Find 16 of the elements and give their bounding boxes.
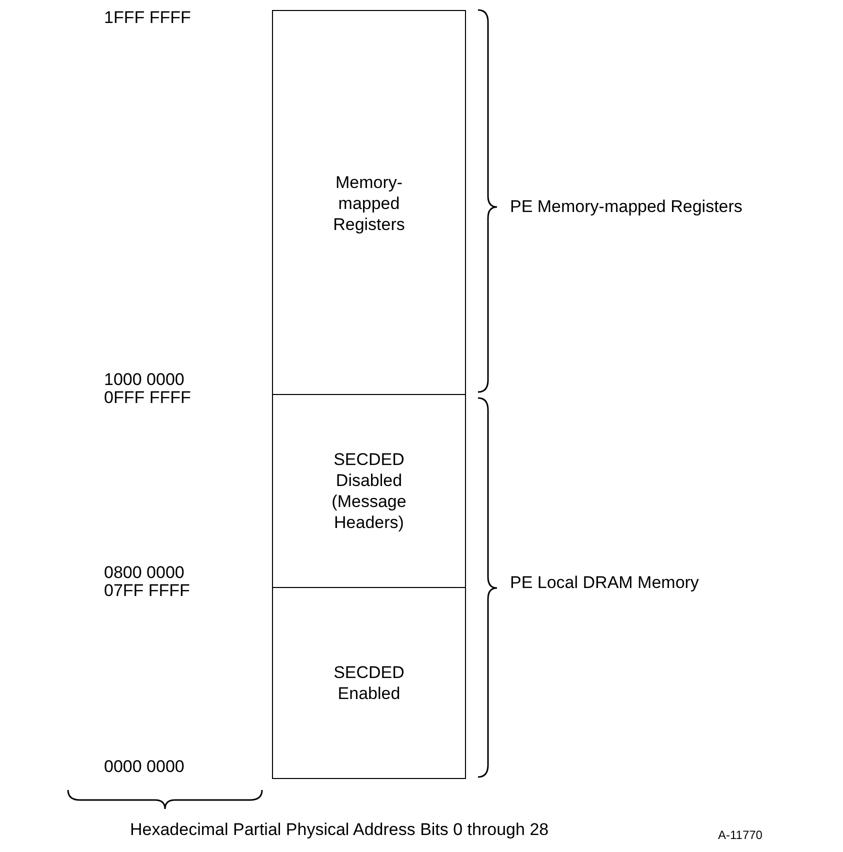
- region-label: Memory-mapped Registers: [332, 172, 406, 234]
- figure-number: A-11770: [718, 827, 762, 844]
- address-label: 0FFF FFFF: [104, 388, 191, 407]
- range-label: PE Local DRAM Memory: [510, 573, 699, 592]
- address-label: 07FF FFFF: [104, 581, 190, 600]
- address-label: 0000 0000: [104, 757, 184, 776]
- address-label: 1000 0000: [104, 370, 184, 389]
- address-label: 1FFF FFFF: [104, 8, 191, 27]
- memory-region-box: [272, 394, 466, 588]
- range-label: PE Memory-mapped Registers: [510, 197, 742, 216]
- region-label: SECDED Disabled (Message Headers): [330, 449, 408, 533]
- address-label: 0800 0000: [104, 563, 184, 582]
- region-label: SECDED Enabled: [332, 662, 406, 704]
- memory-region-box: [272, 587, 466, 779]
- axis-caption: Hexadecimal Partial Physical Address Bits 0 through 28: [130, 820, 549, 839]
- memory-region-box: [272, 10, 466, 396]
